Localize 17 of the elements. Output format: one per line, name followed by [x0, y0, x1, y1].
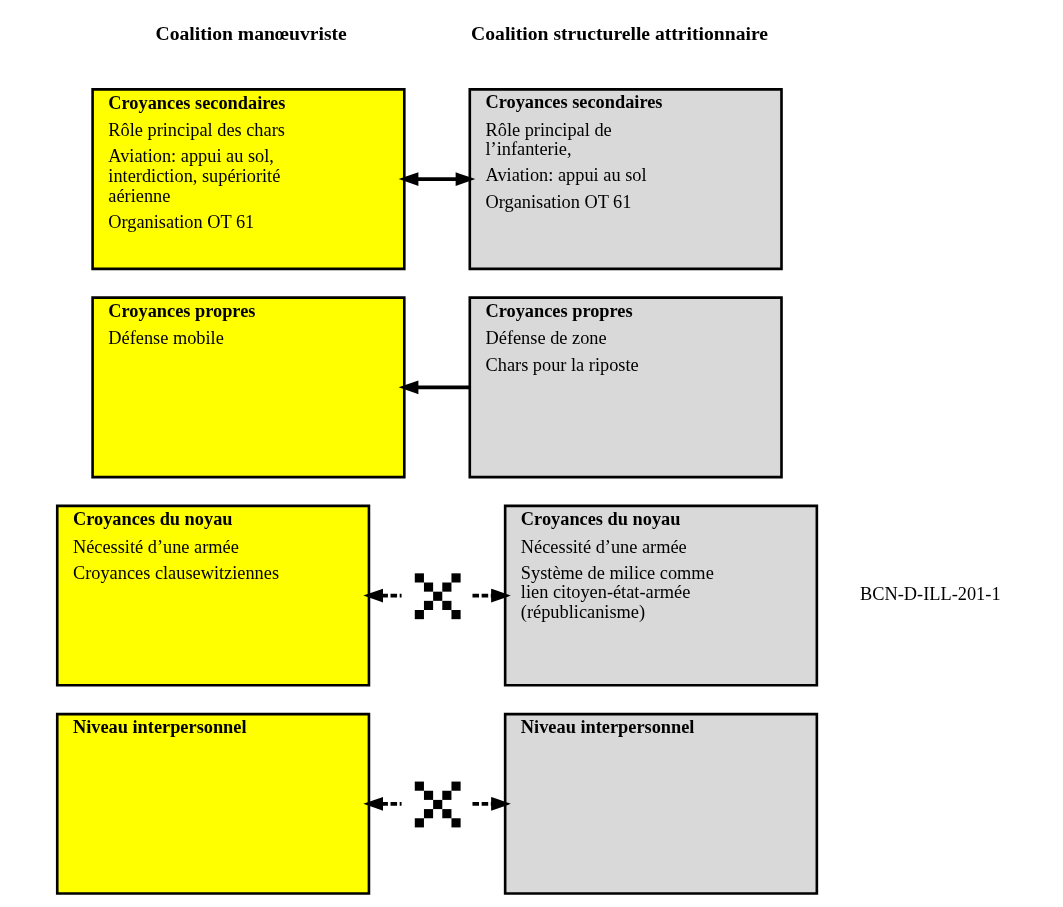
arrow [471, 588, 511, 603]
arrow [362, 796, 402, 811]
node-box: Niveau interpersonnel [55, 712, 370, 895]
node-box: Croyances du noyau Nécessité d’une armée Croyances clausewitziennes [55, 504, 370, 687]
arrow [471, 796, 511, 811]
node-box: Croyances propres Défense de zone Chars pour la riposte [468, 296, 783, 479]
node-box: Croyances secondaires Rôle principal des chars Aviation: appui au sol, interdiction, supériorité aérienne Organisation OT 61 [90, 88, 406, 271]
node-box: Croyances secondaires Rôle principal de l’infanterie, Aviation: appui au sol Organisation OT 61 [468, 88, 783, 271]
arrow [362, 588, 402, 603]
node-box: Niveau interpersonnel [503, 712, 818, 895]
arrow [398, 380, 469, 395]
node-box: Croyances propres Défense mobile [90, 296, 406, 479]
label: Coalition structurelle attritionnaire [470, 22, 768, 45]
label: Coalition manœuvriste [154, 22, 347, 45]
node-box: Croyances du noyau Nécessité d’une armée Système de milice comme lien citoyen-état-armée (républicanisme) [503, 504, 818, 687]
label: BCN-D-ILL-201-1 [859, 584, 1001, 605]
arrow [398, 172, 475, 187]
